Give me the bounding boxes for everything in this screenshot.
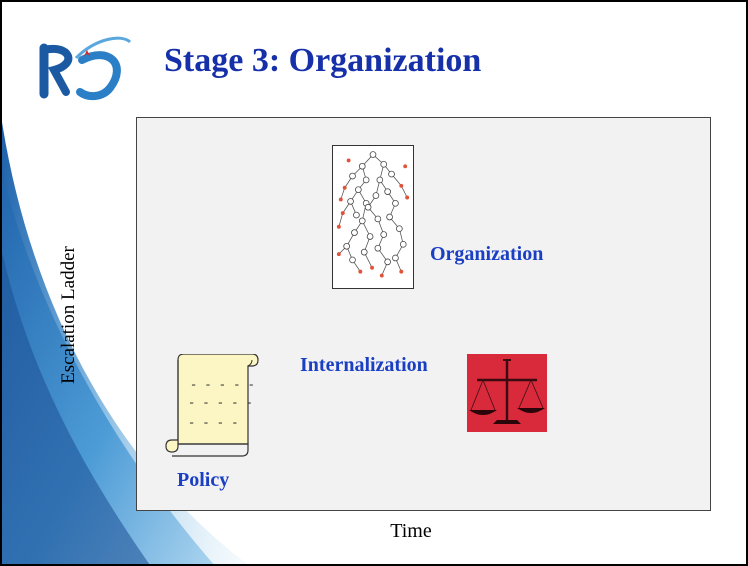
scroll-line: - - - - - - [188,396,260,410]
scales-icon [467,354,547,432]
y-axis-label: Escalation Ladder [58,246,79,384]
scroll-line: - - - - [188,416,238,430]
logo-icon [39,36,132,101]
diagram-panel [136,117,711,511]
page-title: Stage 3: Organization [164,42,482,79]
internalization-label: Internalization [300,354,428,376]
scroll-line: - - - - - [190,378,255,392]
policy-label: Policy [177,469,230,491]
scroll-icon: - - - - - - - - - - - - - - - [165,354,260,457]
x-axis-label: Time [390,520,432,542]
org-network-icon [332,145,414,289]
organization-label: Organization [430,243,544,265]
